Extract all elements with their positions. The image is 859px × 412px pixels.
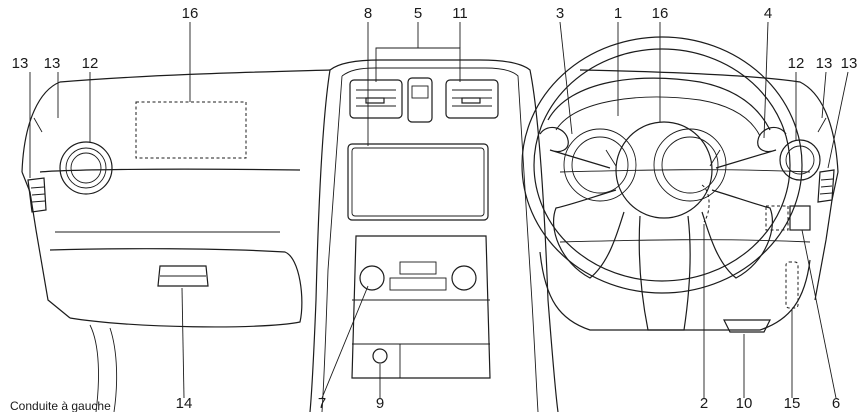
climate-knob-right [451,265,477,291]
center-vent-left [349,79,403,119]
label-16-left: 16 [182,5,199,22]
side-demister-right [817,169,835,203]
climate-knob-left [359,265,385,291]
left-side-vents [27,141,113,213]
steering-wheel-hub [615,121,713,219]
label-14: 14 [176,395,193,412]
steering-wheel-rim [521,36,803,294]
glove-box-handle [157,265,209,287]
side-vent-round-left [59,141,113,195]
climate-panel [351,235,491,379]
display-screen [347,143,489,221]
label-15: 15 [784,395,801,412]
leader-lines [29,21,849,399]
label-12-right: 12 [788,55,805,72]
caption: Conduite à gauche [10,399,111,412]
callout-labels: 1 2 3 4 5 6 7 8 9 10 11 12 12 13 13 13 1… [10,5,857,412]
fuse-box-area [785,261,799,309]
switch-panel-area [765,205,789,231]
label-13-c: 13 [816,55,833,72]
label-13-b: 13 [44,55,61,72]
glove-box [157,265,209,287]
label-11: 11 [452,5,468,22]
passenger-airbag-area [135,101,247,159]
label-4: 4 [764,5,772,22]
switch-panel [789,205,811,231]
label-1: 1 [614,5,622,22]
label-2: 2 [700,395,708,412]
label-5: 5 [414,5,422,22]
instrument-cluster [547,77,771,202]
label-12-left: 12 [82,55,99,72]
power-socket [372,348,388,364]
label-6: 6 [832,395,840,412]
bonnet-release [723,319,771,333]
label-13-a: 13 [12,55,29,72]
label-13-d: 13 [841,55,858,72]
center-console [309,59,559,412]
wiper-stalk [715,126,787,169]
steering-wheel [521,36,803,331]
light-stalk [539,126,611,169]
label-16-right: 16 [652,5,669,22]
hazard-switch [407,77,433,123]
center-vent-right [445,79,499,119]
label-7: 7 [318,395,326,412]
label-3: 3 [556,5,564,22]
side-demister-left [27,177,47,213]
horn-area [701,184,710,223]
side-vent-round-right [779,139,821,181]
label-10: 10 [736,395,753,412]
right-side-vents [779,139,835,203]
label-8: 8 [364,5,372,22]
label-9: 9 [376,395,384,412]
